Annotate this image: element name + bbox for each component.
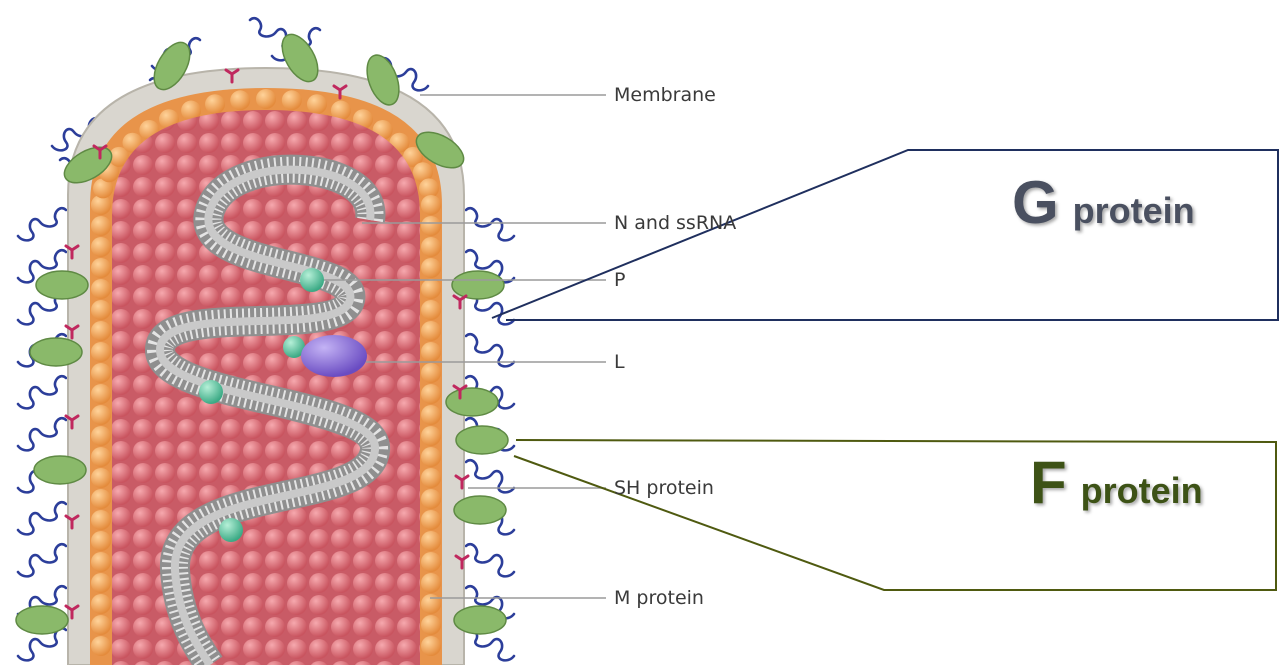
f-protein-title: Fprotein	[1030, 448, 1203, 517]
m-protein-bead	[91, 447, 111, 467]
g-protein-word: protein	[1073, 190, 1195, 231]
g-protein-letter: G	[1012, 169, 1059, 236]
g-protein-coil	[18, 376, 66, 408]
m-protein-bead	[91, 594, 111, 614]
f-protein-letter: F	[1030, 449, 1067, 516]
m-protein-bead	[421, 468, 441, 488]
g-protein-coil	[18, 208, 66, 240]
m-protein-bead	[421, 489, 441, 509]
m-protein-bead	[421, 426, 441, 446]
label-m-protein: M protein	[614, 587, 704, 609]
g-protein-coil	[466, 544, 514, 576]
m-protein-bead	[421, 510, 441, 530]
m-protein-bead	[91, 552, 111, 572]
m-protein-bead	[230, 90, 250, 110]
m-protein-bead	[421, 279, 441, 299]
m-protein-bead	[307, 94, 327, 114]
label-p: P	[614, 269, 625, 291]
m-protein-bead	[421, 300, 441, 320]
label-n-and-ssrna: N and ssRNA	[614, 212, 736, 234]
label-l: L	[614, 351, 625, 373]
f-protein	[454, 496, 506, 524]
f-protein	[34, 456, 86, 484]
m-protein-bead	[91, 237, 111, 257]
m-protein-bead	[421, 573, 441, 593]
p-protein	[300, 268, 324, 292]
p-protein	[219, 518, 243, 542]
f-protein	[454, 606, 506, 634]
m-protein-bead	[256, 89, 276, 109]
m-protein-bead	[91, 258, 111, 278]
m-protein-bead	[421, 636, 441, 656]
m-protein-bead	[421, 363, 441, 383]
m-protein-bead	[91, 636, 111, 656]
label-sh-protein: SH protein	[614, 477, 714, 499]
m-protein-bead	[421, 531, 441, 551]
m-protein-bead	[91, 321, 111, 341]
g-protein-coil	[18, 418, 66, 450]
f-protein	[452, 271, 504, 299]
m-protein-bead	[91, 405, 111, 425]
f-protein	[30, 338, 82, 366]
f-protein	[446, 388, 498, 416]
g-protein-coil	[18, 544, 66, 576]
m-protein-bead	[91, 384, 111, 404]
m-protein-bead	[91, 531, 111, 551]
p-protein	[199, 380, 223, 404]
label-membrane: Membrane	[614, 84, 716, 106]
m-protein-bead	[421, 342, 441, 362]
m-protein-bead	[91, 615, 111, 635]
m-protein-bead	[421, 216, 441, 236]
m-protein-bead	[421, 321, 441, 341]
m-protein-bead	[205, 94, 225, 114]
m-protein-bead	[91, 573, 111, 593]
g-protein-title: Gprotein	[1012, 168, 1195, 237]
g-protein-coil	[18, 502, 66, 534]
m-protein-bead	[421, 237, 441, 257]
m-protein-bead	[282, 90, 302, 110]
m-protein-bead	[91, 342, 111, 362]
m-protein-bead	[91, 489, 111, 509]
m-protein-bead	[421, 615, 441, 635]
m-protein-bead	[91, 216, 111, 236]
m-protein-bead	[421, 258, 441, 278]
m-protein-bead	[421, 552, 441, 572]
m-protein-bead	[91, 510, 111, 530]
m-protein-bead	[421, 447, 441, 467]
m-protein-bead	[421, 405, 441, 425]
m-protein-bead	[91, 468, 111, 488]
m-protein-bead	[91, 300, 111, 320]
f-protein	[16, 606, 68, 634]
m-protein-bead	[91, 279, 111, 299]
g-protein-coil	[466, 208, 514, 240]
f-protein	[456, 426, 508, 454]
f-protein	[36, 271, 88, 299]
l-protein	[301, 335, 367, 377]
m-protein-bead	[421, 384, 441, 404]
f-protein-word: protein	[1081, 470, 1203, 511]
m-protein-bead	[91, 363, 111, 383]
m-protein-bead	[91, 426, 111, 446]
m-protein-bead	[421, 594, 441, 614]
m-protein-bead	[421, 195, 441, 215]
